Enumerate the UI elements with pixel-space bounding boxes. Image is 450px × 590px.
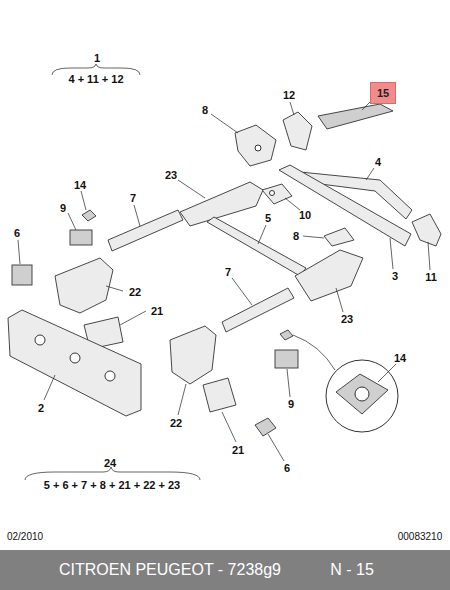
beam-part — [108, 210, 183, 251]
block-part — [275, 350, 298, 368]
leader-line — [287, 369, 290, 397]
group-contents: 4 + 11 + 12 — [68, 74, 123, 85]
hole — [255, 145, 261, 151]
callout-number: 10 — [299, 210, 311, 221]
support-part — [55, 258, 113, 313]
hole — [70, 353, 80, 363]
footer-text: CITROEN PEUGEOT - 7238g9 — [59, 562, 281, 578]
leader-line — [268, 434, 284, 461]
leader-line — [428, 242, 430, 270]
leader-line — [211, 114, 238, 133]
leader-line — [293, 335, 335, 370]
leader-line — [378, 364, 396, 382]
callout-number: 14 — [74, 180, 86, 191]
callout-number: 5 — [265, 213, 271, 224]
reference-label: 00083210 — [398, 532, 443, 542]
support-part — [170, 326, 216, 384]
crossmember-part — [180, 182, 263, 226]
callout-number: 8 — [202, 105, 208, 116]
callout-number: 1 — [94, 53, 100, 64]
callout-number: 9 — [60, 203, 66, 214]
callout-number: 21 — [232, 445, 244, 456]
callout-number: 15 — [377, 88, 389, 99]
leader-line — [285, 198, 300, 210]
callout-number: 23 — [165, 170, 177, 181]
callout-number: 24 — [104, 458, 116, 469]
leader-line — [134, 205, 140, 226]
leader-line — [303, 236, 324, 238]
leader-line — [44, 375, 55, 400]
leader-line — [81, 191, 86, 210]
plate-part — [318, 104, 393, 129]
footer-band: CITROEN PEUGEOT - 7238g9 N - 15 — [0, 550, 450, 590]
leader-line — [68, 213, 76, 230]
leader-line — [336, 288, 343, 312]
leader-line — [106, 286, 123, 291]
leader-line — [178, 180, 205, 198]
leader-line — [120, 311, 146, 325]
callout-number: 22 — [170, 418, 182, 429]
bracket-part — [412, 214, 441, 246]
callout-number: 7 — [130, 193, 136, 204]
leader-line — [290, 102, 294, 115]
hole — [355, 387, 369, 401]
leader-line — [178, 384, 186, 415]
block-part — [70, 230, 92, 245]
callout-number: 14 — [394, 353, 406, 364]
block-part — [12, 265, 32, 285]
group-brace — [25, 467, 200, 480]
highlighted-part-number: 15 — [370, 82, 396, 104]
callout-number: 6 — [284, 463, 290, 474]
bracket-part — [324, 228, 354, 246]
bracket-part — [262, 184, 292, 204]
callout-number: 12 — [283, 90, 295, 101]
beam-part — [222, 288, 294, 332]
callout-number: 22 — [129, 287, 141, 298]
callout-number: 8 — [293, 231, 299, 242]
callout-number: 4 — [375, 157, 381, 168]
leader-line — [258, 225, 266, 244]
crossmember-part — [295, 250, 363, 301]
bracket-part — [283, 112, 312, 150]
hole — [105, 371, 115, 381]
detail-circle — [326, 360, 398, 432]
panel-part — [8, 310, 141, 416]
callout-number: 9 — [288, 399, 294, 410]
bracket-part — [203, 378, 236, 412]
leader-line — [366, 168, 374, 180]
callout-number: 2 — [38, 403, 44, 414]
callout-number: 21 — [151, 306, 163, 317]
hole — [270, 191, 275, 196]
bracket-part — [280, 330, 293, 340]
crossmember-part — [207, 217, 306, 276]
callout-number: 7 — [225, 267, 231, 278]
date-label: 02/2010 — [7, 532, 43, 542]
callout-number: 23 — [341, 314, 353, 325]
leader-line — [390, 238, 393, 269]
group-contents: 5 + 6 + 7 + 8 + 21 + 22 + 23 — [44, 480, 180, 491]
footer-text: N - 15 — [330, 562, 374, 578]
bracket-part — [235, 125, 276, 166]
block-part — [255, 418, 276, 436]
leader-line — [18, 240, 20, 264]
rail-part — [279, 165, 411, 246]
leader-line — [222, 412, 236, 442]
bracket-part — [82, 210, 96, 221]
callout-number: 6 — [14, 228, 20, 239]
leader-line — [232, 278, 252, 305]
callout-number: 3 — [392, 271, 398, 282]
hole — [35, 335, 45, 345]
callout-number: 11 — [425, 272, 437, 283]
